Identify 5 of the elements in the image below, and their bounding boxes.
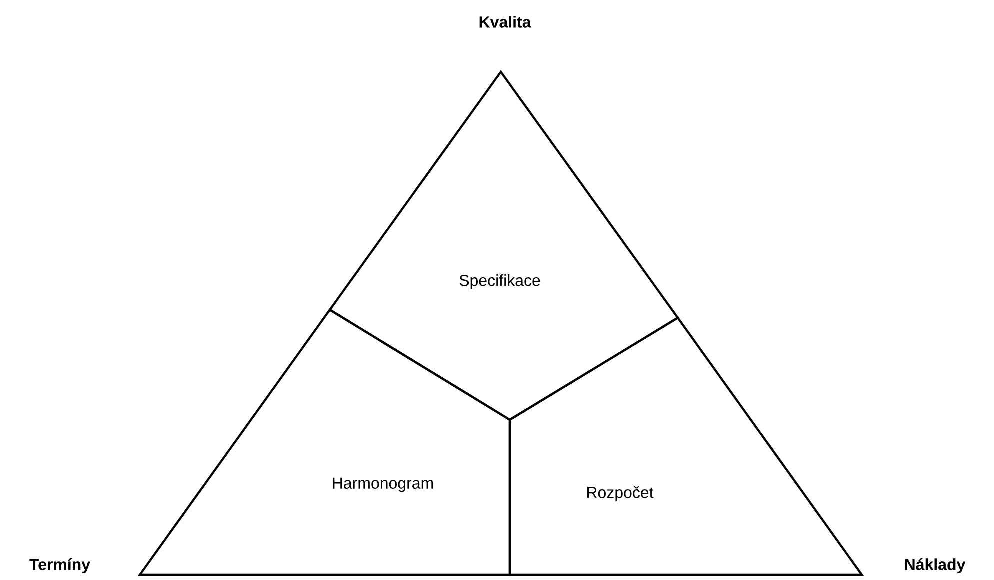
corner-label: Náklady [905, 558, 966, 574]
triangle-region: Rozpočet [508, 316, 864, 576]
corner-label: Kvalita [480, 16, 532, 28]
triangle-region: Harmonogram [138, 308, 512, 576]
corner-label: Termíny [30, 558, 90, 574]
